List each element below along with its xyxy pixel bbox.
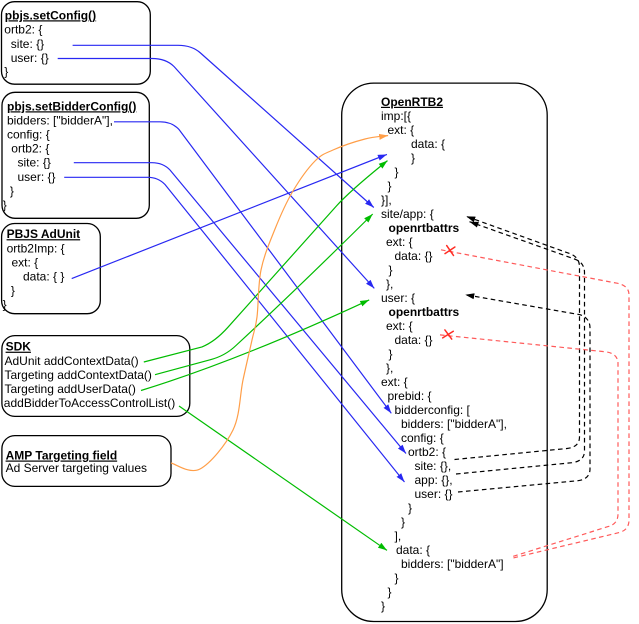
svg-text:}: } [3, 298, 7, 312]
svg-text:],: ], [395, 529, 402, 543]
svg-text:data: {: data: { [396, 543, 430, 557]
svg-text:ortb2: {: ortb2: { [4, 23, 42, 37]
svg-text:pbjs.setBidderConfig(): pbjs.setBidderConfig() [7, 99, 136, 113]
svg-text:PBJS AdUnit: PBJS AdUnit [7, 227, 81, 241]
svg-text:},: }, [386, 277, 393, 291]
svg-text:site: {}: site: {} [18, 156, 51, 170]
svg-text:openrtbattrs: openrtbattrs [389, 305, 460, 319]
svg-text:}: } [3, 198, 7, 212]
svg-text:ext: {: ext: { [12, 255, 39, 269]
svg-text:addBidderToAccessControlList(): addBidderToAccessControlList() [4, 396, 175, 410]
svg-text:app: {},: app: {}, [415, 473, 453, 487]
svg-text:}: } [389, 347, 393, 361]
svg-text:config: {: config: { [401, 431, 444, 445]
svg-text:site: {}: site: {} [11, 37, 44, 51]
svg-text:site: {},: site: {}, [415, 459, 452, 473]
svg-text:}],: }], [381, 193, 392, 207]
svg-text:site/app: {: site/app: { [381, 207, 434, 221]
svg-text:}: } [408, 501, 412, 515]
svg-text:}: } [389, 263, 393, 277]
svg-text:ortb2: {: ortb2: { [11, 142, 49, 156]
svg-text:bidders: ["bidderA"],: bidders: ["bidderA"], [401, 417, 507, 431]
svg-text:ext: {: ext: { [386, 319, 413, 333]
svg-text:data: {}: data: {} [395, 333, 433, 347]
svg-text:openrtbattrs: openrtbattrs [389, 221, 460, 235]
svg-text:bidderconfig: [: bidderconfig: [ [395, 403, 471, 417]
svg-text:Targeting addContextData(): Targeting addContextData() [5, 368, 152, 382]
svg-text:config: {: config: { [7, 128, 50, 142]
svg-text:prebid: {: prebid: { [388, 389, 432, 403]
svg-text:ext: {: ext: { [386, 235, 413, 249]
svg-text:ortb2: {: ortb2: { [408, 445, 446, 459]
svg-text:imp:[{: imp:[{ [381, 109, 411, 123]
svg-text:user: {}: user: {} [415, 487, 453, 501]
svg-text:AdUnit addContextData(): AdUnit addContextData() [5, 354, 139, 368]
svg-text:ortb2Imp: {: ortb2Imp: { [7, 241, 65, 255]
svg-text:pbjs.setConfig(): pbjs.setConfig() [5, 8, 96, 22]
svg-text:user: {}: user: {} [18, 170, 56, 184]
svg-text:Ad Server targeting values: Ad Server targeting values [6, 461, 147, 475]
svg-text:}: } [395, 165, 399, 179]
svg-text:}: } [395, 571, 399, 585]
svg-text:bidders: ["bidderA"]: bidders: ["bidderA"] [401, 557, 504, 571]
svg-text:}: } [381, 599, 385, 613]
svg-text:}: } [411, 151, 415, 165]
svg-text:SDK: SDK [6, 340, 32, 354]
svg-text:}: } [10, 184, 14, 198]
svg-text:user: {: user: { [381, 291, 415, 305]
svg-text:AMP Targeting field: AMP Targeting field [6, 449, 118, 463]
svg-text:data: {}: data: {} [395, 249, 433, 263]
svg-text:ext: {: ext: { [388, 123, 415, 137]
svg-text:bidders: ["bidderA"],: bidders: ["bidderA"], [7, 113, 113, 127]
svg-text:}: } [11, 284, 15, 298]
svg-text:}: } [4, 65, 8, 79]
svg-text:}: } [401, 515, 405, 529]
svg-text:ext: {: ext: { [381, 375, 408, 389]
svg-text:OpenRTB2: OpenRTB2 [381, 95, 443, 109]
svg-text:}: } [388, 179, 392, 193]
svg-text:user: {}: user: {} [11, 51, 49, 65]
svg-text:}: } [388, 585, 392, 599]
svg-text:Targeting addUserData(): Targeting addUserData() [5, 382, 136, 396]
svg-text:},: }, [386, 361, 393, 375]
svg-text:data: { }: data: { } [23, 270, 64, 284]
svg-text:data: {: data: { [411, 137, 445, 151]
